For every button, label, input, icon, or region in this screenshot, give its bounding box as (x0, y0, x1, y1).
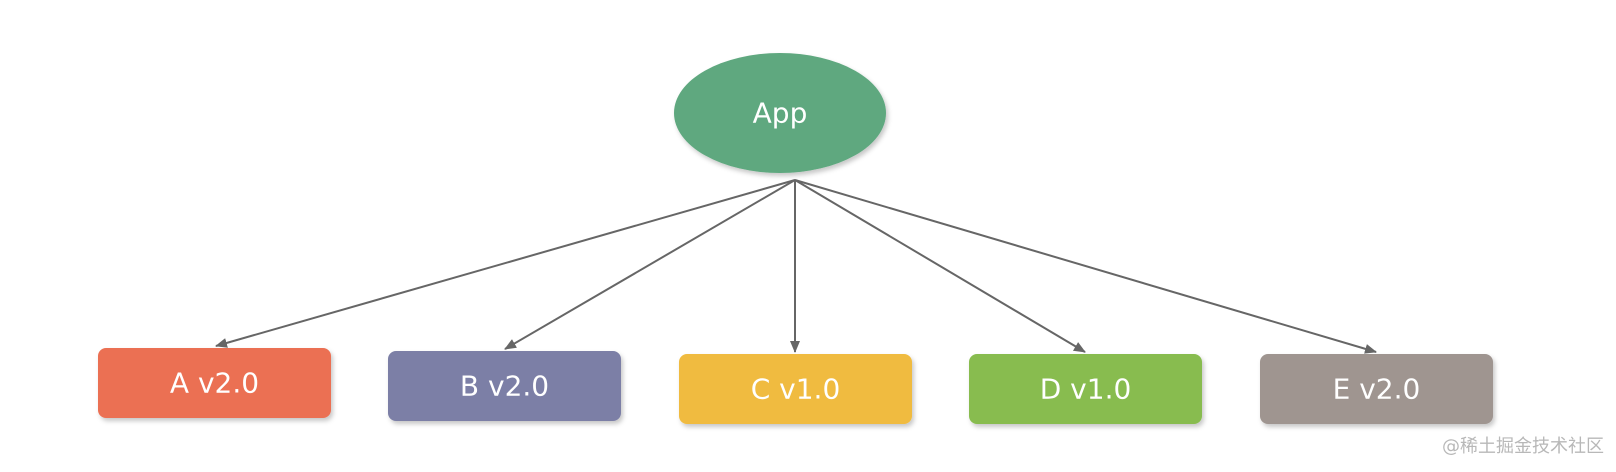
dependency-node-e-box (1260, 354, 1493, 424)
dependency-node-e-label: E v2.0 (1333, 373, 1421, 406)
dependency-node-c-label: C v1.0 (751, 373, 841, 406)
dependency-node-b-label: B v2.0 (460, 370, 549, 403)
dependency-node-c-box (679, 354, 912, 424)
edge-app-to-a (215, 179, 796, 348)
edges-group (215, 179, 1377, 354)
dependency-node-e: E v2.0 (1260, 354, 1493, 424)
watermark: @稀土掘金技术社区 (1442, 436, 1604, 457)
dependency-node-c: C v1.0 (679, 354, 912, 424)
dependency-node-b: B v2.0 (388, 351, 621, 421)
root-node: App (674, 53, 886, 173)
dependency-node-b-box (388, 351, 621, 421)
root-node-shape (674, 53, 886, 173)
dependency-node-d: D v1.0 (969, 354, 1202, 424)
root-node-label: App (753, 97, 808, 130)
dependency-nodes: A v2.0 B v2.0 C v1.0 D v1.0 E v2.0 (98, 348, 1493, 424)
dependency-node-d-label: D v1.0 (1040, 373, 1132, 406)
dependency-node-a: A v2.0 (98, 348, 331, 418)
dependency-node-d-box (969, 354, 1202, 424)
edge-app-to-d (794, 179, 1086, 353)
dependency-node-a-label: A v2.0 (170, 367, 259, 400)
dependency-node-a-box (98, 348, 331, 418)
edge-app-to-b (504, 179, 796, 350)
edge-app-to-e (794, 179, 1377, 354)
